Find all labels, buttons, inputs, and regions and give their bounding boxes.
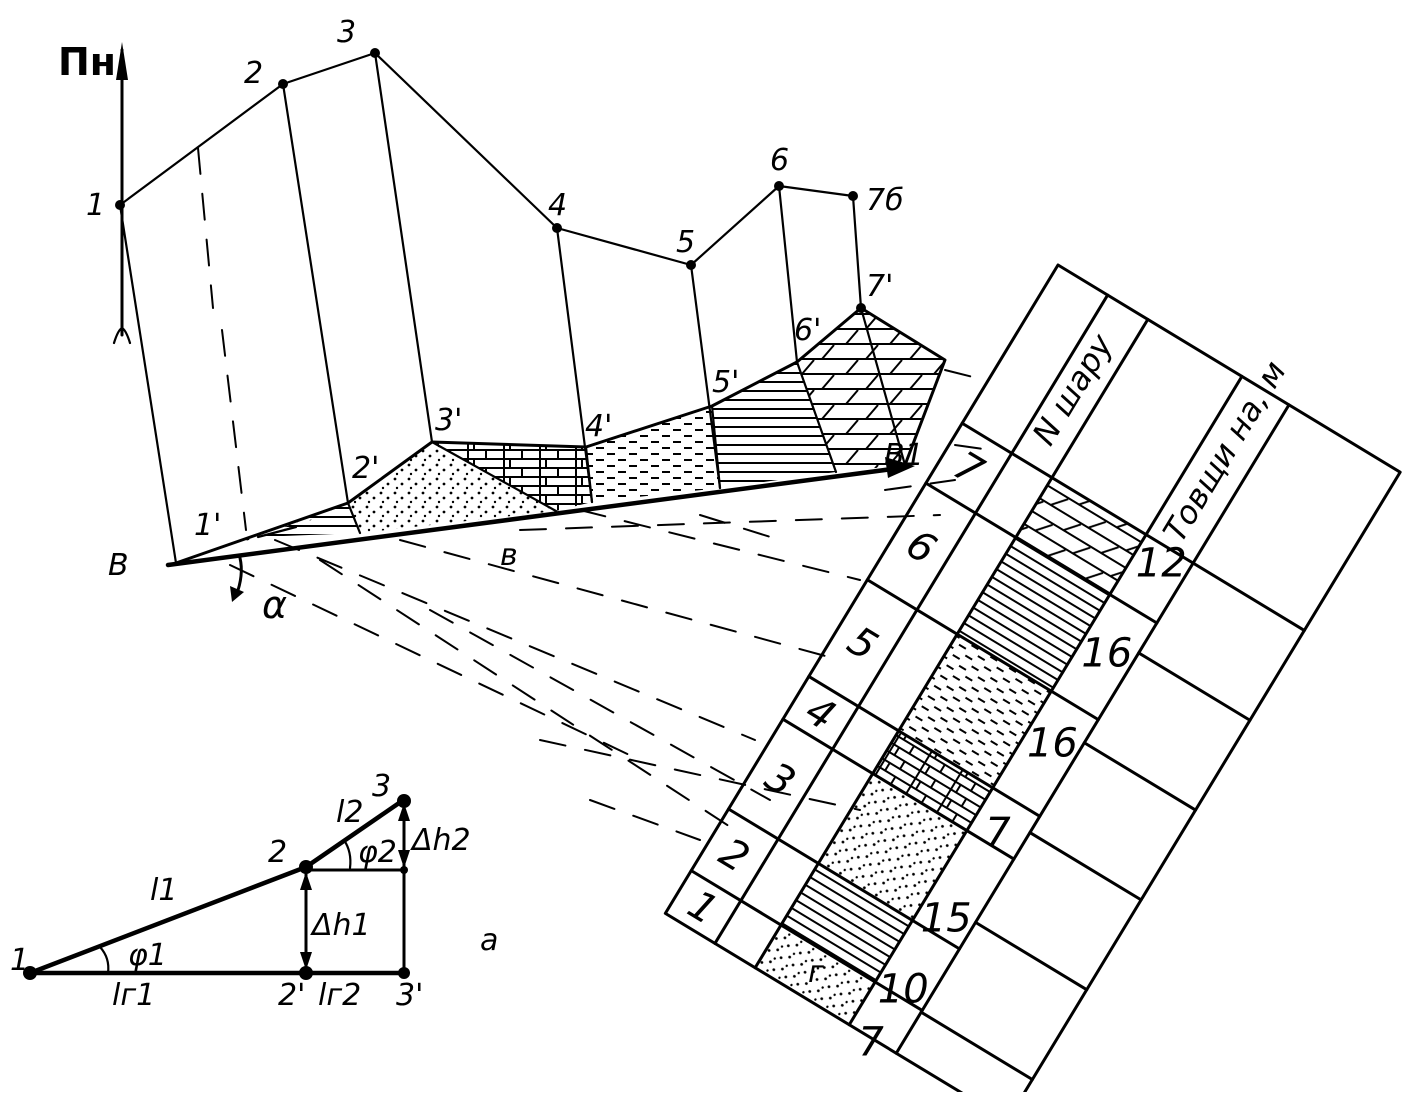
column-lithology bbox=[755, 477, 1147, 1025]
point-label-5: 5 bbox=[676, 225, 695, 260]
stratum-4 bbox=[432, 442, 592, 511]
stratum-7 bbox=[797, 308, 945, 472]
point-label-2: 2 bbox=[244, 56, 263, 91]
north-arrow: Пн bbox=[58, 40, 132, 345]
point-label-4p: 4' bbox=[585, 409, 612, 444]
point-label-4: 4 bbox=[548, 188, 567, 223]
point-label-b1: В1 bbox=[884, 438, 924, 473]
stratum-6 bbox=[712, 362, 836, 488]
inset-l2 bbox=[303, 798, 405, 870]
inset-label-1: 1 bbox=[10, 943, 29, 978]
point-label-7p: 7' bbox=[866, 269, 893, 304]
column-frame bbox=[663, 263, 1402, 1097]
inset-label-l2: l2 bbox=[336, 795, 363, 830]
surface-line bbox=[118, 51, 855, 267]
point-label-7b: 7б bbox=[866, 183, 904, 218]
header-thickness: Товщи на, м bbox=[1156, 354, 1294, 548]
inset-label-phi2: φ2 bbox=[358, 835, 397, 870]
layer-thickness-5: 16 bbox=[1027, 720, 1078, 766]
angle-alpha-label: α bbox=[262, 583, 287, 627]
lith-2 bbox=[781, 863, 913, 982]
inset-label-2: 2 bbox=[268, 835, 287, 870]
panel-label-v: в bbox=[500, 538, 518, 573]
layer-thickness-4: 7 bbox=[985, 810, 1011, 856]
north-label: Пн bbox=[58, 40, 116, 84]
panel-label-a: а bbox=[480, 923, 498, 958]
profile-points bbox=[115, 48, 866, 313]
point-label-3: 3 bbox=[337, 15, 356, 50]
inset-label-3: 3 bbox=[372, 769, 391, 804]
layer-number-7: 7 bbox=[946, 443, 992, 496]
lith-1 bbox=[755, 924, 876, 1025]
point-label-3p: 3' bbox=[435, 403, 462, 438]
panel-label-g: г bbox=[808, 955, 824, 990]
stratum-5 bbox=[586, 406, 720, 502]
lith-6 bbox=[957, 537, 1110, 692]
inset-label-phi1: φ1 bbox=[128, 938, 167, 973]
layer-number-3: 3 bbox=[757, 754, 803, 807]
lith-5 bbox=[898, 634, 1052, 788]
inset-label-2p: 2' bbox=[278, 978, 305, 1013]
inset-label-dh1: Δh1 bbox=[310, 908, 371, 943]
stratum-3 bbox=[348, 442, 556, 533]
point-label-6: 6 bbox=[770, 143, 789, 178]
layer-thickness-1: 7 bbox=[858, 1020, 884, 1066]
inset-label-3p: 3' bbox=[396, 978, 423, 1013]
point-label-6p: 6' bbox=[794, 313, 821, 348]
base-labels: 1' 2' 3' 4' 5' 6' 7' В В1 α в bbox=[108, 269, 924, 627]
point-label-1p: 1' bbox=[194, 508, 221, 543]
inset-l1 bbox=[27, 864, 309, 976]
surface-labels: 1 2 3 4 5 6 7б bbox=[86, 15, 904, 260]
point-label-1: 1 bbox=[86, 188, 105, 223]
section-line-b-b1 bbox=[165, 465, 903, 568]
projection-lines bbox=[197, 147, 991, 841]
inset-label-lg1: lг1 bbox=[112, 978, 155, 1013]
layer-thickness-7: 12 bbox=[1136, 541, 1187, 587]
layer-number-2: 2 bbox=[711, 829, 757, 882]
layer-thickness-2: 10 bbox=[878, 967, 929, 1013]
layer-thickness-3: 15 bbox=[921, 896, 972, 942]
inset-label-lg2: lг2 bbox=[318, 978, 361, 1013]
inset-triangle: 1 2 3 2' 3' l1 l2 lг1 lг2 φ1 φ2 Δh1 Δh2 … bbox=[10, 769, 498, 1013]
layer-number-6: 6 bbox=[898, 521, 944, 574]
lith-3 bbox=[818, 773, 967, 921]
point-label-2p: 2' bbox=[352, 451, 379, 486]
inset-label-l1: l1 bbox=[150, 873, 177, 908]
layer-number-5: 5 bbox=[840, 618, 886, 671]
point-label-b: В bbox=[108, 548, 129, 583]
stratum-2 bbox=[258, 503, 360, 537]
lith-7 bbox=[1015, 477, 1147, 595]
inset-label-dh2: Δh2 bbox=[410, 823, 471, 858]
point-label-5p: 5' bbox=[712, 365, 739, 400]
layer-thickness-6: 16 bbox=[1081, 630, 1132, 676]
lith-4 bbox=[872, 730, 993, 831]
profile-strata bbox=[176, 308, 945, 563]
